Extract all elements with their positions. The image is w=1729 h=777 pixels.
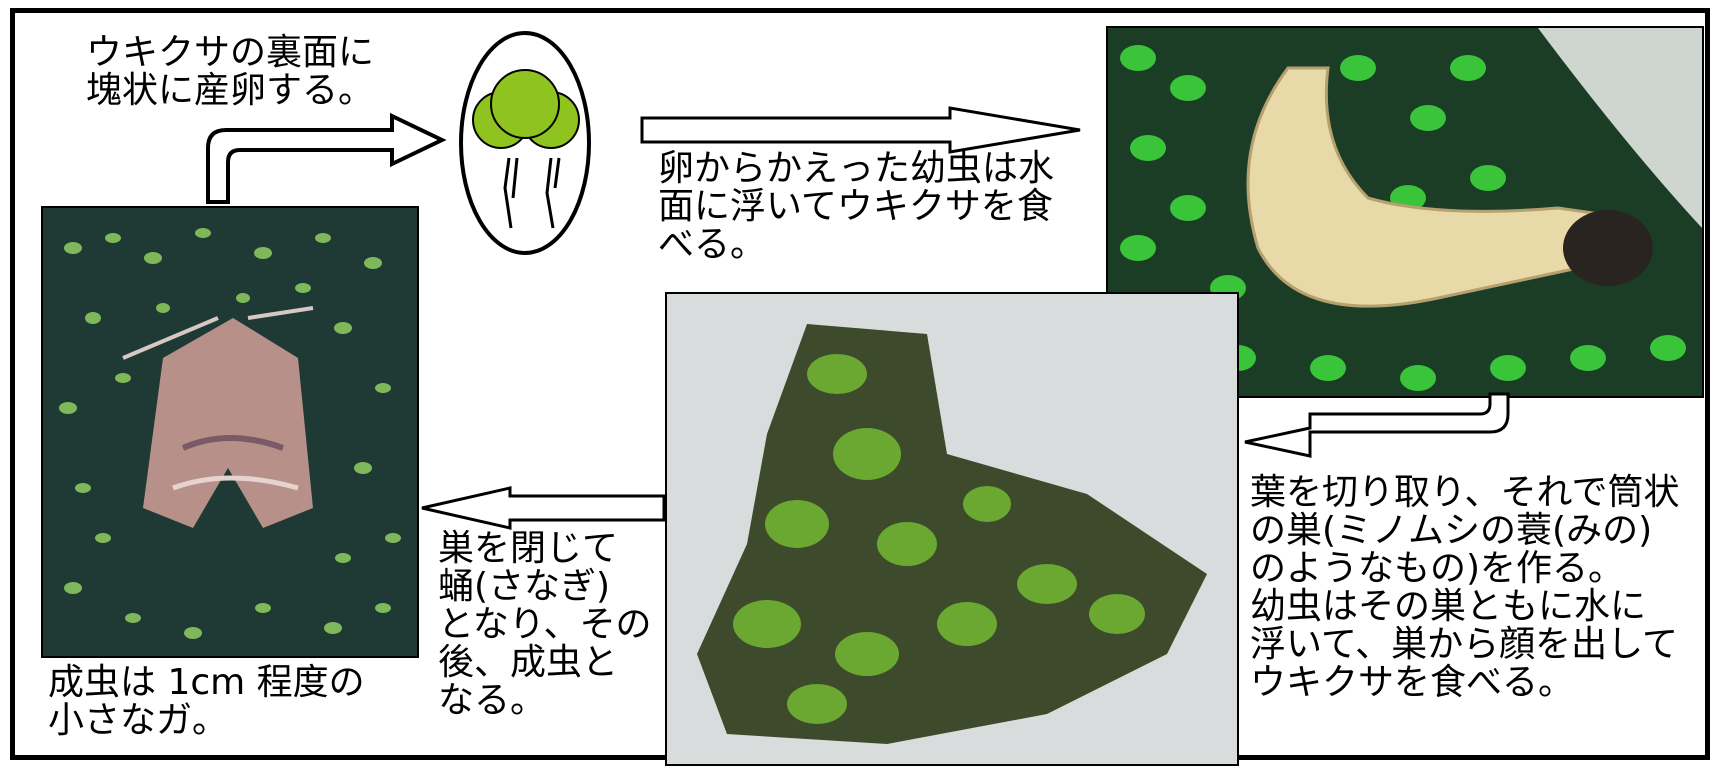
arrow-to-adult [421, 486, 666, 530]
caption-line: べる。 [658, 224, 767, 265]
caption-line: 後、成虫と [438, 642, 619, 683]
caption-nest-making: 葉を切り取り、それで筒状 の巣(ミノムシの蓑(みの) のようなもの)を作る。 幼… [1250, 474, 1679, 702]
arrow-to-egg [206, 112, 447, 204]
caption-line: となり、その [438, 604, 652, 645]
caption-egg-laying: ウキクサの裏面に 塊状に産卵する。 [86, 34, 374, 110]
caption-line: ウキクサを食べる。 [1250, 662, 1575, 703]
caption-line: 卵からかえった幼虫は水 [658, 148, 1055, 189]
caption-line: 葉を切り取り、それで筒状 [1250, 472, 1680, 513]
caption-line: ウキクサの裏面に [86, 32, 375, 73]
nest-photo [665, 292, 1239, 766]
caption-line: 成虫は 1cm 程度の [48, 662, 365, 703]
caption-adult: 成虫は 1cm 程度の 小さなガ。 [48, 664, 365, 740]
caption-line: の巣(ミノムシの蓑(みの) [1250, 510, 1653, 551]
caption-line: 小さなガ。 [48, 700, 229, 741]
arrow-to-larva [640, 106, 1081, 154]
caption-line: 巣を閉じて [438, 528, 619, 569]
arrow-to-nest [1244, 392, 1510, 458]
caption-pupation: 巣を閉じて 蛹(さなぎ) となり、その 後、成虫と なる。 [438, 530, 651, 720]
caption-line: 蛹(さなぎ) [438, 566, 611, 607]
egg-mass-illustration [459, 31, 591, 255]
caption-line: なる。 [438, 680, 547, 721]
caption-line: 塊状に産卵する。 [86, 70, 375, 111]
adult-moth-photo [41, 206, 419, 658]
caption-larva-hatch: 卵からかえった幼虫は水 面に浮いてウキクサを食 べる。 [658, 150, 1054, 264]
caption-line: のようなもの)を作る。 [1250, 548, 1625, 589]
caption-line: 幼虫はその巣ともに水に [1250, 586, 1647, 627]
larva-photo [1106, 26, 1704, 398]
caption-line: 浮いて、巣から顔を出して [1250, 624, 1679, 665]
caption-line: 面に浮いてウキクサを食 [658, 186, 1053, 227]
